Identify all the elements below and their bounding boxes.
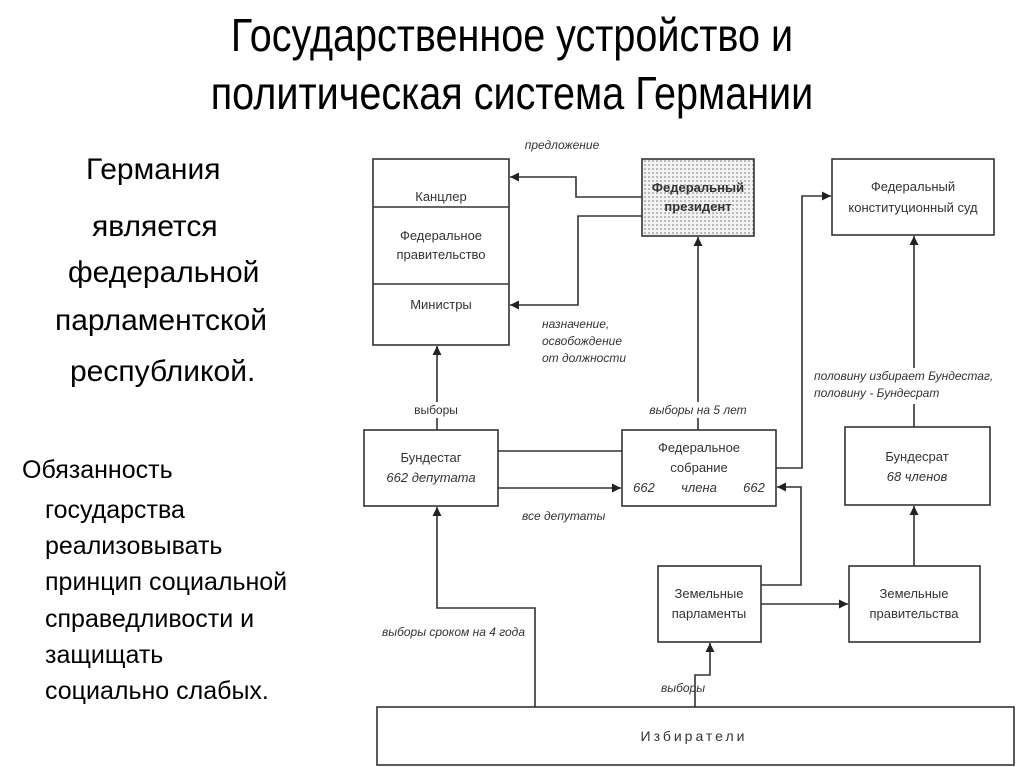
court-label-2: конституционный суд — [848, 200, 978, 215]
proposal-label: предложение — [525, 138, 600, 152]
land-parliaments-to-assembly-arrow — [761, 482, 802, 586]
assembly-members-label: члена — [681, 480, 717, 495]
federal-government-box: Канцлер Федеральное правительство Минист… — [372, 158, 510, 346]
president-label-2: президент — [664, 199, 731, 214]
appointment-label-1: назначение, — [542, 317, 609, 331]
all-deputies-label: все депутаты — [522, 509, 605, 523]
assembly-left-count: 662 — [633, 480, 655, 495]
proposal-arrow — [510, 172, 642, 198]
bundesrat-box: Бундесрат 68 членов — [844, 426, 991, 506]
title-line-1: Государственное устройство и — [230, 9, 794, 61]
elections-5-years-label: выборы на 5 лет — [649, 403, 746, 417]
bundestag-label-2: 662 депутата — [386, 470, 475, 485]
court-label-1: Федеральный — [871, 179, 955, 194]
assembly-label-2: собрание — [670, 460, 727, 475]
title-line-2: политическая система Германии — [210, 67, 814, 119]
appointment-label-3: от должности — [542, 351, 626, 365]
land-parliaments-box: Земельные парламенты — [657, 565, 762, 643]
land-parliaments-label-2: парламенты — [672, 606, 747, 621]
duty-line: социально слабых. — [45, 677, 269, 705]
voters-elect-land-parliaments-arrow — [694, 643, 715, 707]
ministers-label: Министры — [410, 297, 472, 312]
duty-line: реализовывать — [45, 532, 223, 560]
bundestag-label-1: Бундестаг — [400, 450, 461, 465]
land-elections-label: выборы — [661, 681, 705, 695]
page-title: Государственное устройство и политическа… — [72, 6, 953, 122]
president-label-1: Федеральный — [652, 180, 744, 195]
duty-line: принцип социальной — [45, 568, 288, 596]
lead-line: является — [92, 210, 218, 243]
duty-line: защищать — [45, 641, 164, 669]
court-half-label-2: половину - Бундесрат — [814, 386, 939, 400]
land-governments-box: Земельные правительства — [848, 565, 981, 643]
voters-box: Избиратели — [376, 706, 1015, 766]
elections-label: выборы — [414, 403, 458, 417]
appointment-label-2: освобождение — [542, 334, 622, 348]
duty-line: Обязанность — [22, 456, 173, 484]
lead-line: парламентской — [55, 304, 267, 337]
land-parliaments-label-1: Земельные — [675, 586, 744, 601]
assembly-to-court-arrow — [776, 191, 831, 469]
duty-line: справедливости и — [45, 605, 255, 633]
bundesrat-label-1: Бундесрат — [885, 449, 948, 464]
lead-line: республикой. — [70, 355, 256, 388]
land-governments-label-2: правительства — [869, 606, 959, 621]
edge-labels: предложение назначение, освобождение от … — [382, 138, 1020, 695]
voters-elect-bundestag-arrow — [432, 507, 536, 707]
bundestag-box: Бундестаг 662 депутата — [363, 429, 499, 507]
chancellor-label: Канцлер — [415, 189, 466, 204]
court-half-label-1: половину избирает Бундестаг, — [814, 369, 993, 383]
assembly-right-count: 662 — [743, 480, 765, 495]
government-label-2: правительство — [396, 247, 485, 262]
lead-line: Германия — [86, 153, 221, 186]
bundesrat-label-2: 68 членов — [887, 469, 948, 484]
assembly-label-1: Федеральное — [658, 440, 740, 455]
connectors — [432, 172, 919, 707]
federal-assembly-box: Федеральное собрание 662 члена 662 — [621, 429, 777, 507]
voters-label: Избиратели — [641, 728, 748, 744]
constitutional-court-box: Федеральный конституционный суд — [831, 158, 995, 236]
appointment-arrow — [510, 215, 642, 310]
elections-4-years-label: выборы сроком на 4 года — [382, 625, 525, 639]
lead-line: федеральной — [68, 256, 260, 289]
government-label-1: Федеральное — [400, 228, 482, 243]
land-governments-label-1: Земельные — [880, 586, 949, 601]
duty-line: государства — [45, 496, 185, 524]
federal-president-box: Федеральный президент — [641, 158, 755, 237]
